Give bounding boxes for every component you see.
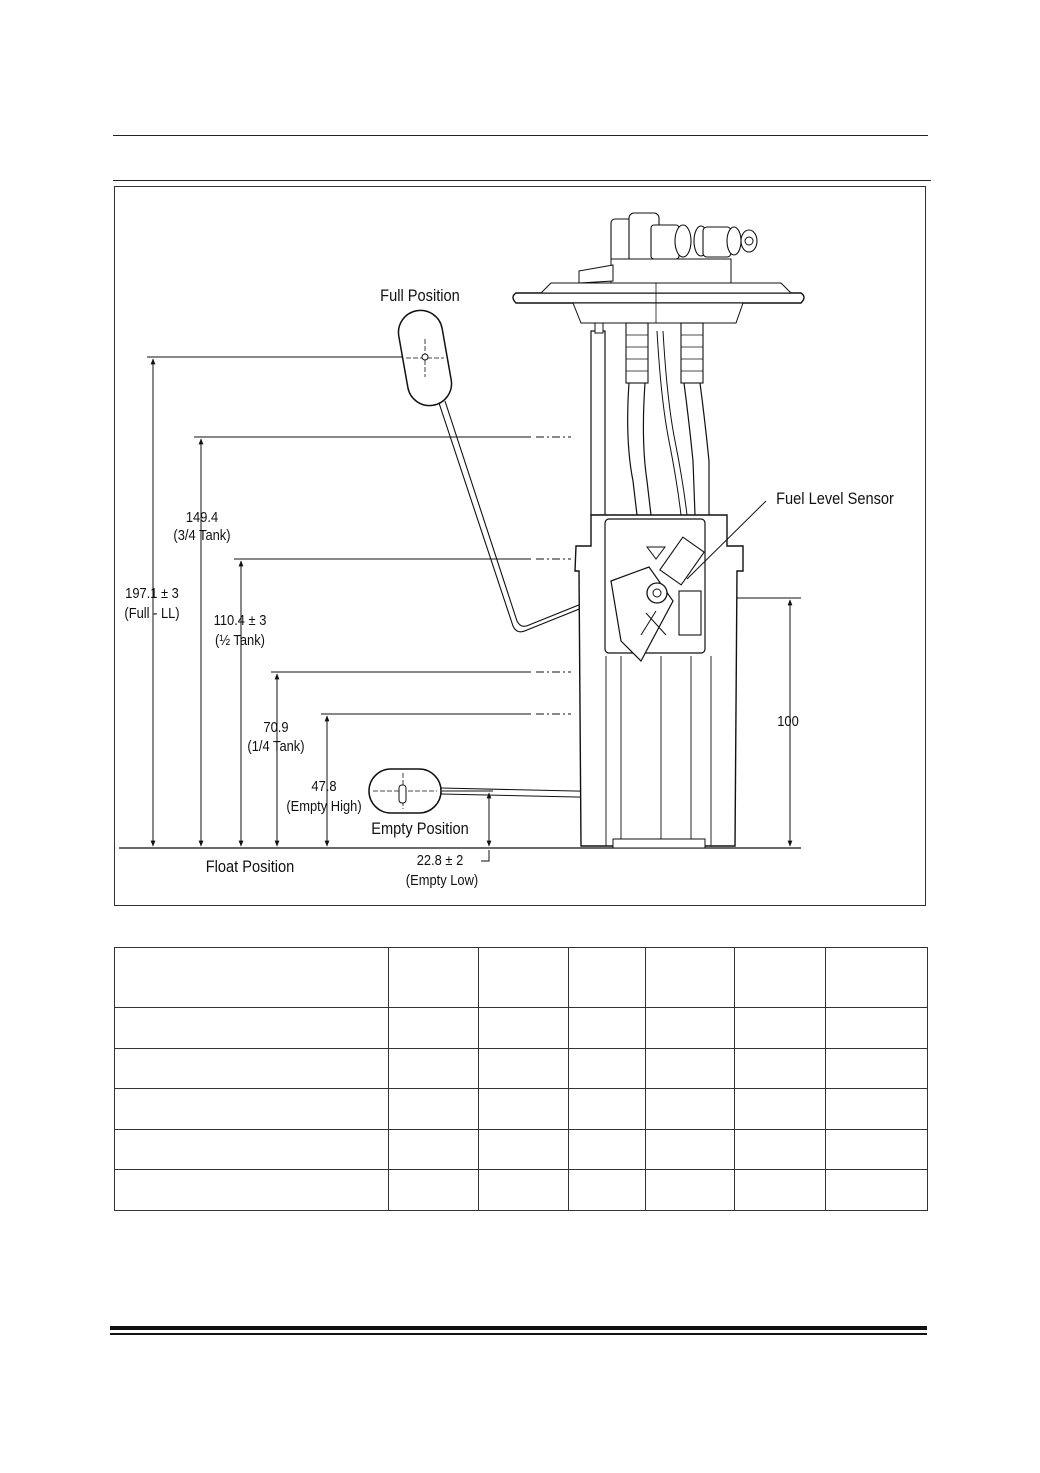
dim-70-note: (1/4 Tank): [247, 738, 305, 755]
table-cell: [568, 1129, 646, 1170]
table-cell: [825, 1007, 928, 1049]
table-cell: [734, 1088, 826, 1130]
dim-197-note: (Full - LL): [124, 605, 180, 622]
fuel-level-sensor-label: Fuel Level Sensor: [776, 489, 894, 508]
table-cell: [114, 947, 389, 1008]
empty-position-float: [368, 768, 442, 814]
table-cell: [114, 1007, 389, 1049]
table-cell: [825, 1129, 928, 1170]
spec-table: [114, 947, 928, 1211]
table-cell: [568, 1007, 646, 1049]
table-cell: [825, 947, 928, 1008]
table-cell: [568, 1088, 646, 1130]
table-cell: [114, 1088, 389, 1130]
table-cell: [114, 1169, 389, 1211]
fuel-pump-module: [512, 212, 805, 849]
table-cell: [825, 1169, 928, 1211]
reference-lines: [147, 356, 801, 792]
table-cell: [645, 1048, 735, 1089]
table-cell: [825, 1088, 928, 1130]
table-cell: [114, 1048, 389, 1089]
header-rule-bottom: [113, 180, 931, 181]
table-cell: [645, 1007, 735, 1049]
table-row: [114, 1007, 928, 1049]
table-cell: [734, 1169, 826, 1211]
table-row: [114, 1129, 928, 1170]
table-cell: [388, 1007, 479, 1049]
dim-149-value: 149.4: [185, 509, 219, 526]
table-cell: [645, 1088, 735, 1130]
table-cell: [568, 1048, 646, 1089]
table-cell: [734, 947, 826, 1008]
table-cell: [478, 1007, 569, 1049]
dimension-arrows: [150, 358, 793, 862]
table-cell: [478, 1048, 569, 1089]
full-position-label: Full Position: [380, 286, 460, 305]
fuel-level-sensor-figure: Full Position Fuel Level Sensor 149.4 (3…: [114, 186, 926, 906]
dim-47-note: (Empty High): [286, 798, 362, 815]
fuel-pump-drawing: [119, 212, 805, 862]
table-cell: [388, 1169, 479, 1211]
table-cell: [645, 1169, 735, 1211]
table-cell: [734, 1048, 826, 1089]
table-cell: [645, 1129, 735, 1170]
dim-70-value: 70.9: [263, 719, 289, 736]
table-row: [114, 1048, 928, 1089]
dim-110-note: (½ Tank): [215, 632, 265, 649]
dim-22-note: (Empty Low): [405, 872, 479, 889]
dim-47-value: 47.8: [311, 778, 337, 795]
table-cell: [388, 1048, 479, 1089]
table-cell: [478, 1169, 569, 1211]
table-cell: [645, 947, 735, 1008]
table-cell: [388, 1088, 479, 1130]
table-cell: [734, 1007, 826, 1049]
header-rule-top: [113, 135, 928, 136]
table-cell: [478, 1088, 569, 1130]
table-row: [114, 1169, 928, 1211]
table-cell: [114, 1129, 389, 1170]
table-cell: [478, 947, 569, 1008]
sensor-leader-line: [686, 500, 767, 580]
table-cell: [478, 1129, 569, 1170]
footer-rule-thick: [110, 1326, 927, 1330]
footer-rule-thin: [110, 1333, 927, 1335]
table-cell: [388, 947, 479, 1008]
dim-110-value: 110.4 ± 3: [213, 612, 267, 629]
dim-100-value: 100: [777, 713, 799, 730]
full-position-float: [397, 309, 453, 407]
dim-22-value: 22.8 ± 2: [416, 852, 464, 869]
float-position-label: Float Position: [205, 857, 295, 876]
full-float-arm: [438, 400, 652, 633]
dim-197-value: 197.1 ± 3: [125, 585, 179, 602]
empty-position-label: Empty Position: [371, 819, 469, 838]
table-cell: [825, 1048, 928, 1089]
table-cell: [734, 1129, 826, 1170]
table-row: [114, 1088, 928, 1130]
table-cell: [388, 1129, 479, 1170]
dim-149-note: (3/4 Tank): [173, 527, 231, 544]
table-row: [114, 947, 928, 1008]
table-cell: [568, 1169, 646, 1211]
table-cell: [568, 947, 646, 1008]
